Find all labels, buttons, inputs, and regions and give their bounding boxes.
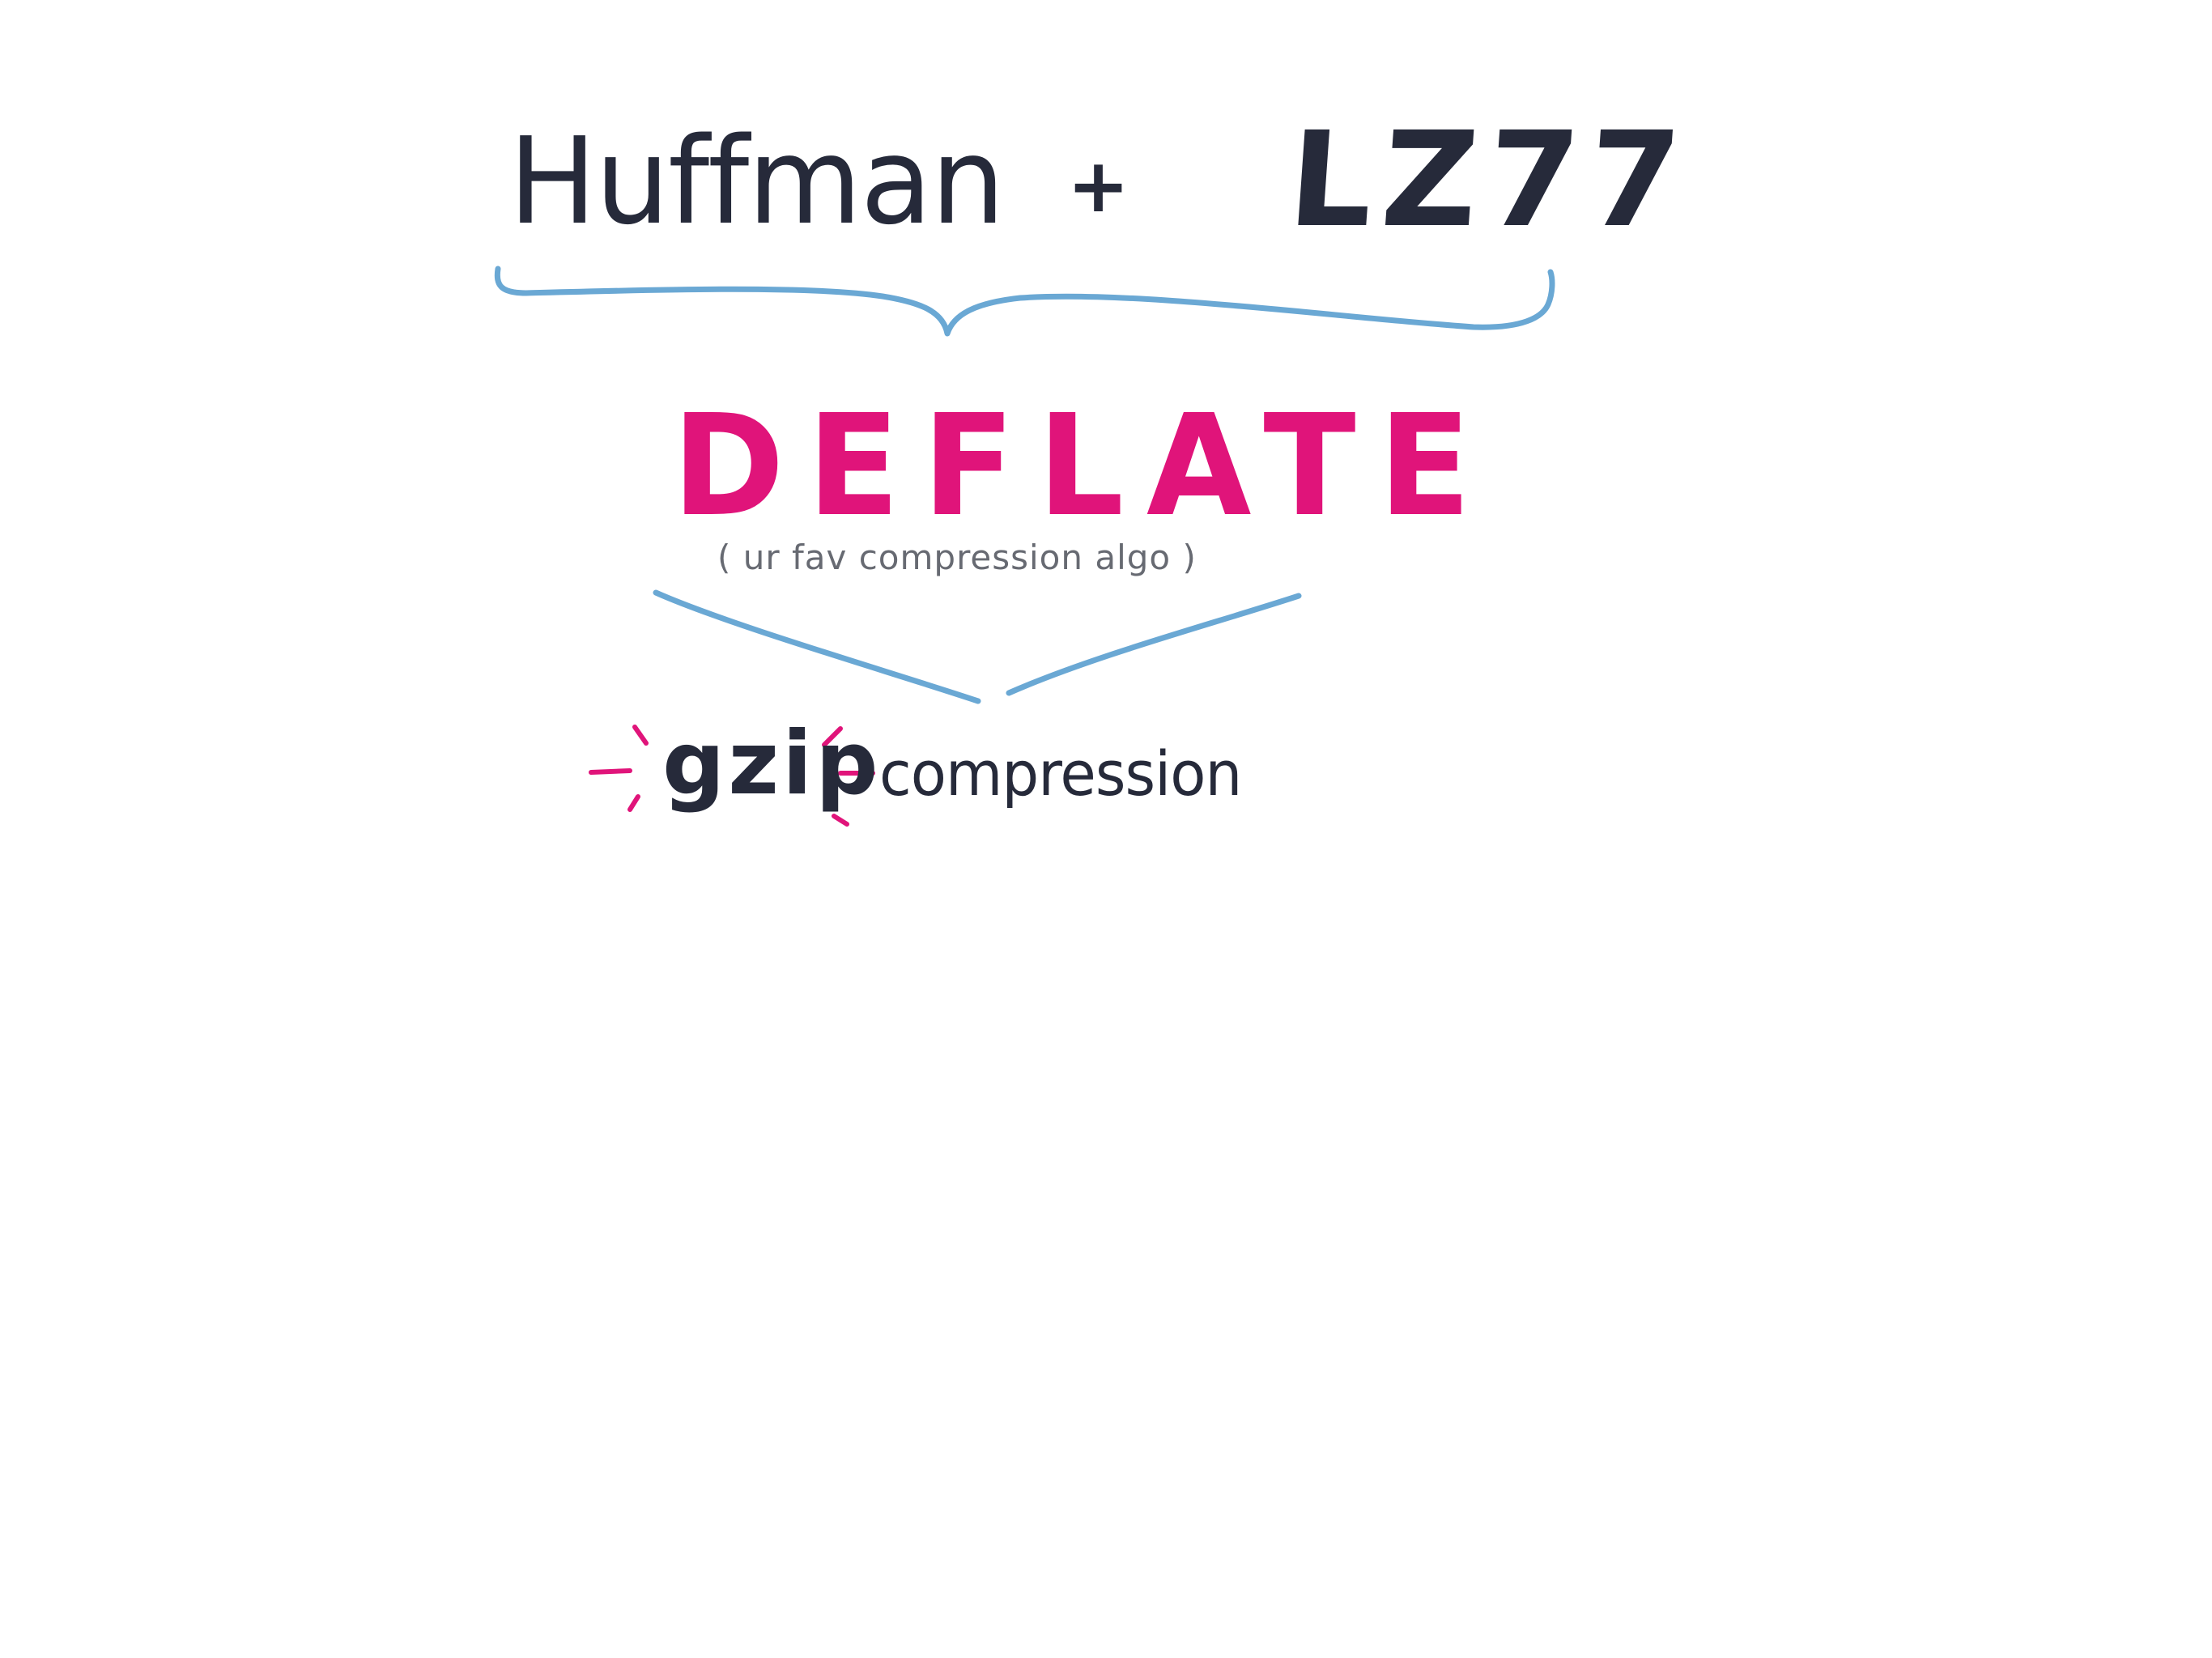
sparkle-ray-lower-left <box>627 794 640 812</box>
sparkle-ray-upper-left <box>632 725 649 746</box>
plus-operator: + <box>1067 142 1130 229</box>
deflate-title: DEFLATE <box>672 385 1494 548</box>
deflate-note: ( ur fav compression algo ) <box>717 538 1197 577</box>
sparkle-ray-lower-right <box>832 814 849 827</box>
converging-line-left <box>653 589 981 704</box>
gzip-label: gzip <box>662 713 882 814</box>
huffman-label: Huffman <box>508 112 1005 251</box>
converging-line-right <box>1006 593 1302 696</box>
converging-lines-icon <box>653 589 1302 704</box>
sparkle-ray-left <box>589 768 632 775</box>
curly-brace-icon <box>494 266 1555 337</box>
sparkle-ray-upper-right <box>822 726 843 747</box>
compression-label: compression <box>879 738 1242 810</box>
sparkle-burst-icon <box>589 725 875 827</box>
